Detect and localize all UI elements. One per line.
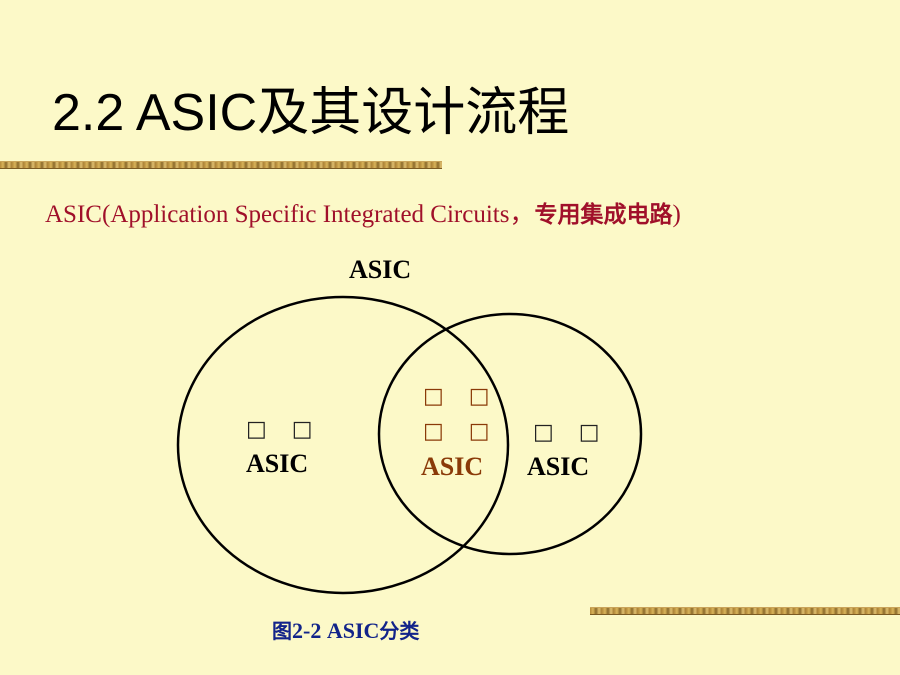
- right-circle: [377, 312, 643, 556]
- diagram-top-label: ASIC: [349, 255, 412, 284]
- slide-subtitle: ASIC(Application Specific Integrated Cir…: [45, 198, 681, 232]
- left-region-label: ASIC: [246, 449, 309, 478]
- slide-title: 2.2 ASIC及其设计流程: [52, 84, 570, 142]
- center-region-glyphs-line1: □ □: [423, 384, 499, 409]
- right-region-glyphs: □ □: [533, 420, 609, 445]
- title-underline: [0, 161, 442, 169]
- subtitle-end: ): [672, 201, 681, 228]
- center-region-label: ASIC: [421, 452, 484, 481]
- left-region-glyphs: □ □: [246, 417, 322, 442]
- caption-suffix: 分类: [379, 619, 420, 643]
- caption-prefix: 图: [272, 619, 292, 643]
- bottom-rule: [590, 607, 900, 615]
- figure-caption: 图2-2 ASIC分类: [272, 616, 419, 646]
- subtitle-latin: ASIC(Application Specific Integrated Cir…: [45, 201, 535, 228]
- caption-number: 2-2 ASIC: [292, 618, 380, 643]
- right-region-label: ASIC: [527, 452, 590, 481]
- left-circle: [176, 295, 510, 595]
- subtitle-chinese: 专用集成电路: [534, 202, 673, 228]
- center-region-glyphs-line2: □ □: [423, 419, 499, 444]
